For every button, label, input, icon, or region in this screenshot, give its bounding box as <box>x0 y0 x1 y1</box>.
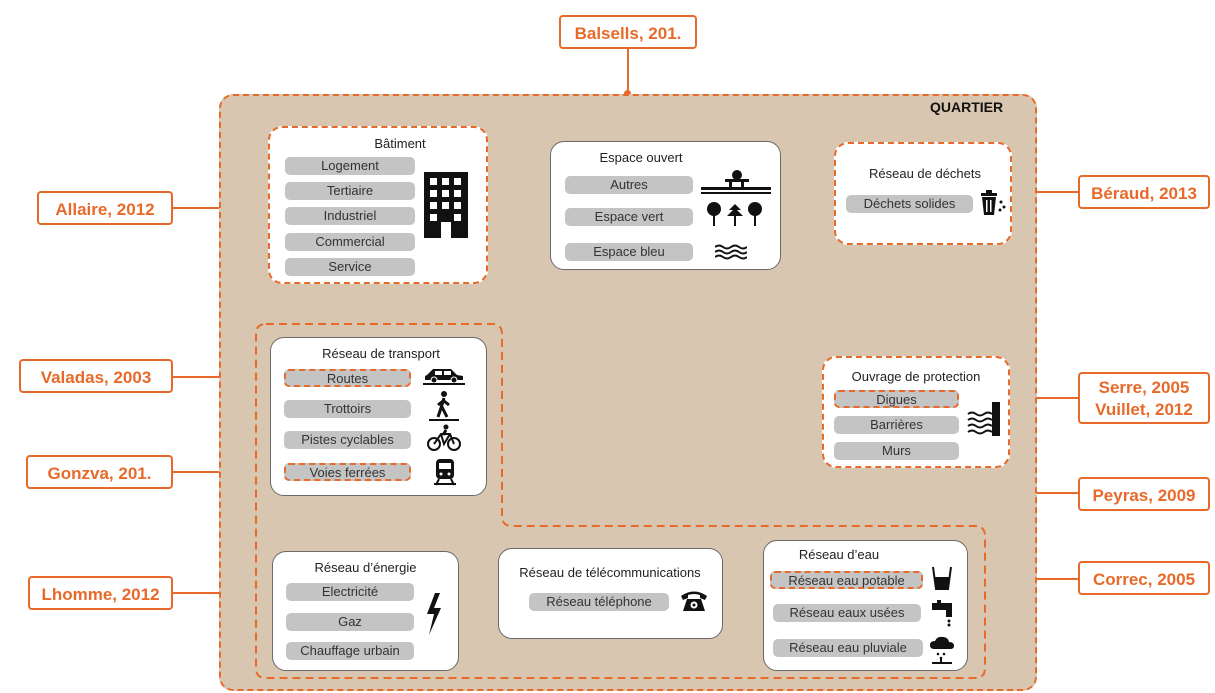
chip-pistes-cyclables: Pistes cyclables <box>284 431 411 449</box>
ref-lhomme: Lhomme, 2012 <box>28 576 173 610</box>
panel-energie: Réseau d’énergie Electricité Gaz Chauffa… <box>272 551 459 671</box>
faucet-icon <box>932 600 952 627</box>
chip-murs: Murs <box>834 442 959 460</box>
quartier-title: QUARTIER <box>930 99 1004 115</box>
panel-title: Réseau d’énergie <box>314 560 417 575</box>
chip-reseau-telephone: Réseau téléphone <box>529 593 669 611</box>
chip-dechets-solides: Déchets solides <box>846 195 973 213</box>
chip-industriel: Industriel <box>285 207 415 225</box>
connector-dot <box>624 90 631 97</box>
ref-serre-vuillet: Serre, 2005 Vuillet, 2012 <box>1078 372 1210 424</box>
ref-valadas: Valadas, 2003 <box>19 359 173 393</box>
panel-title: Réseau de télécommunications <box>519 565 701 580</box>
rain-cloud-icon <box>930 636 954 664</box>
chip-logement: Logement <box>285 157 415 175</box>
ref-serre: Serre, 2005 <box>1098 378 1190 397</box>
ref-gonzva: Gonzva, 201. <box>26 455 173 489</box>
panel-title: Ouvrage de protection <box>851 369 981 384</box>
chip-reseau-eau-potable: Réseau eau potable <box>770 571 923 589</box>
chip-reseau-eaux-usees: Réseau eaux usées <box>773 604 921 622</box>
connector-beraud <box>1011 191 1078 193</box>
panel-eau: Réseau d’eau Réseau eau potable Réseau e… <box>763 540 968 671</box>
water-glass-icon <box>932 566 952 590</box>
ref-peyras: Peyras, 2009 <box>1078 477 1210 511</box>
panel-espace-ouvert: Espace ouvert Autres Espace vert Espace … <box>550 141 781 270</box>
lightning-icon <box>427 593 441 635</box>
pedestrian-icon <box>429 391 459 421</box>
panel-title: Réseau de transport <box>322 346 440 361</box>
ref-correc: Correc, 2005 <box>1078 561 1210 595</box>
chip-trottoirs: Trottoirs <box>284 400 411 418</box>
chip-electricite: Electricité <box>286 583 414 601</box>
ref-vuillet: Vuillet, 2012 <box>1095 400 1193 419</box>
panel-batiment: Bâtiment Logement Tertiaire Industriel C… <box>268 126 488 284</box>
panel-dechets: Réseau de déchets Déchets solides <box>834 142 1012 245</box>
train-icon <box>434 459 456 486</box>
ref-allaire: Allaire, 2012 <box>37 191 173 225</box>
panel-title: Réseau d’eau <box>798 547 880 562</box>
chip-tertiaire: Tertiaire <box>285 182 415 200</box>
waves-icon <box>715 244 747 260</box>
chip-service: Service <box>285 258 415 276</box>
panel-title: Bâtiment <box>374 136 426 151</box>
park-icon <box>701 170 771 194</box>
chip-autres: Autres <box>565 176 693 194</box>
ref-balsells: Balsells, 201. <box>559 15 697 49</box>
telephone-icon <box>681 591 707 611</box>
panel-transport: Réseau de transport Routes Trottoirs Pis… <box>270 337 487 496</box>
chip-espace-bleu: Espace bleu <box>565 243 693 261</box>
trash-icon <box>981 190 1006 215</box>
building-icon <box>424 172 468 238</box>
chip-digues: Digues <box>834 390 959 408</box>
chip-reseau-eau-pluviale: Réseau eau pluviale <box>773 639 923 657</box>
panel-telecom: Réseau de télécommunications Réseau télé… <box>498 548 723 639</box>
chip-gaz: Gaz <box>286 613 414 631</box>
chip-commercial: Commercial <box>285 233 415 251</box>
chip-voies-ferrees: Voies ferrées <box>284 463 411 481</box>
trees-icon <box>707 202 762 226</box>
chip-espace-vert: Espace vert <box>565 208 693 226</box>
ref-beraud: Béraud, 2013 <box>1078 175 1210 209</box>
chip-barrieres: Barrières <box>834 416 959 434</box>
connector-balsells <box>627 48 629 94</box>
chip-routes: Routes <box>284 369 411 387</box>
panel-protection: Ouvrage de protection Digues Barrières M… <box>822 356 1010 468</box>
panel-title: Espace ouvert <box>599 150 683 165</box>
wall-icon <box>967 402 1000 436</box>
chip-chauffage-urbain: Chauffage urbain <box>286 642 414 660</box>
connector-lhomme <box>173 592 257 594</box>
bicycle-icon <box>427 424 461 451</box>
panel-title: Réseau de déchets <box>868 166 982 181</box>
car-icon <box>423 369 465 385</box>
